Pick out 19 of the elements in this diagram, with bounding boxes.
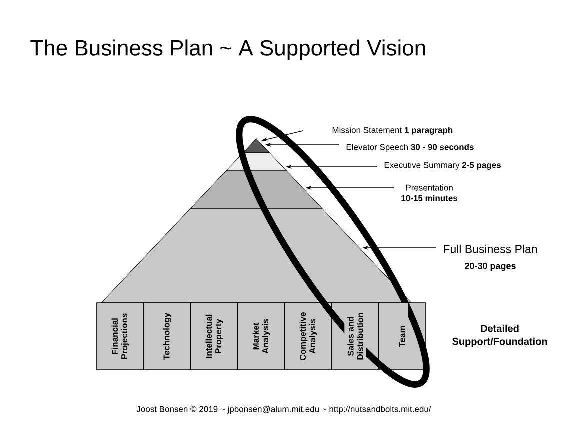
foundation-column: Team [378,302,426,370]
side-label: Detailed Support/Foundation [452,324,548,348]
pyramid-tier [226,152,287,172]
callout-label: Full Business Plan 20-30 pages [444,244,538,272]
callout-label: Presentation 10-15 minutes [402,184,458,202]
foundation-column: Technology [144,302,192,370]
pyramid-tier [101,208,412,304]
title: The Business Plan ~ A Supported Vision [30,40,426,60]
footer-credit: Joost Bonsen © 2019 ~ jpbonsen@alum.mit.edu ~ http://nutsandbolts.mit.edu/ [136,406,432,414]
foundation-column: Competitive Analysis [284,302,332,370]
callout-label: Elevator Speech 30 - 90 seconds [346,144,474,152]
callout-label: Executive Summary 2-5 pages [384,162,501,170]
callout-label: Mission Statement 1 paragraph [332,127,453,135]
pyramid-tip [243,138,270,154]
foundation-column: Sales and Distribution [332,302,380,370]
foundation-column: Intellectual Property [190,302,238,370]
foundation-column: Financial Projections [96,302,144,370]
pyramid-tier [190,170,323,210]
foundation-column: Market Analysis [238,302,286,370]
